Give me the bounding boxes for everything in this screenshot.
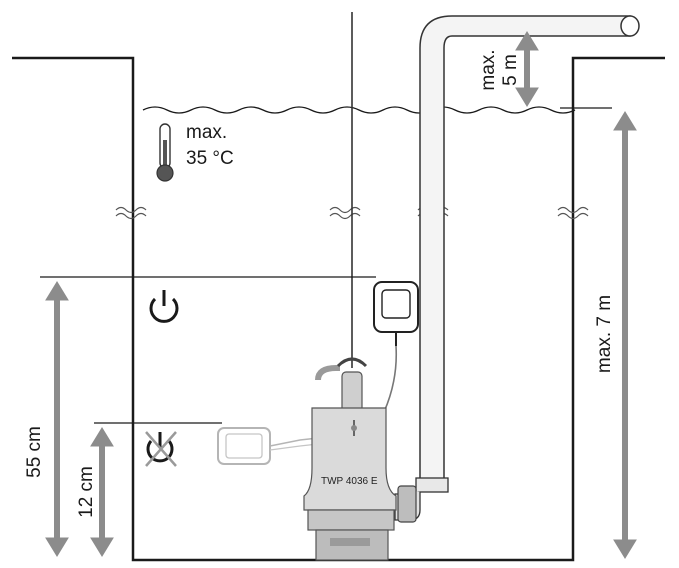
switch-on-level-label: 55 cm (24, 426, 45, 478)
max-height-label: max.5 m (478, 49, 521, 90)
switch-off-level-label: 12 cm (76, 466, 97, 518)
dimension-arrows (45, 31, 637, 559)
max-temp-label-2: 35 °C (186, 148, 234, 169)
level-lines (40, 107, 612, 424)
max-depth-label: max. 7 m (594, 295, 615, 373)
pump-body (303, 357, 417, 561)
discharge-pipe (394, 15, 640, 521)
float-switch-off (217, 427, 319, 465)
thermometer-icon (156, 123, 174, 182)
pump-model-label: TWP 4036 E (321, 476, 378, 487)
power-on-icon (149, 290, 179, 323)
float-switch-on (371, 281, 419, 421)
max-temp-label-1: max. (186, 122, 227, 143)
power-off-crossed-icon (145, 431, 177, 467)
water-surface (142, 106, 576, 114)
